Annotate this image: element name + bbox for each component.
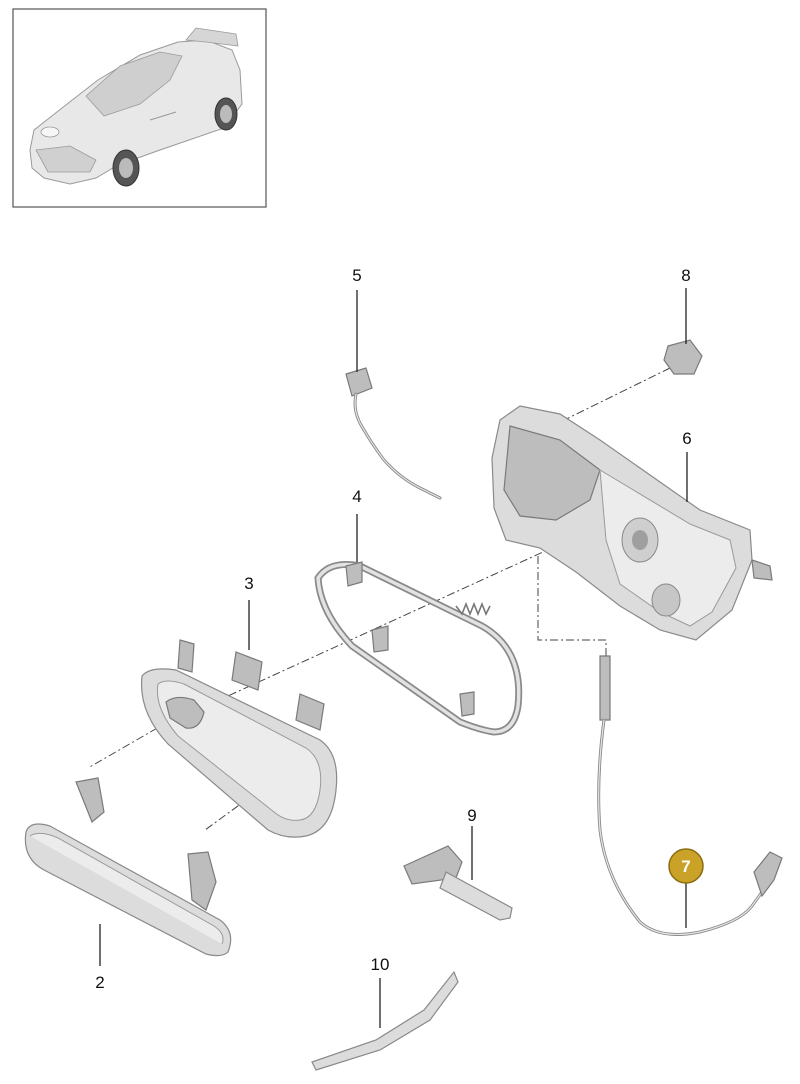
part-6-carrier — [491, 405, 773, 641]
part-8-clip — [663, 339, 703, 375]
vehicle-thumbnail — [12, 8, 267, 208]
callout-6[interactable]: 6 — [682, 429, 691, 448]
assembly-line-6-3 — [227, 525, 601, 697]
part-9-key — [403, 845, 513, 921]
part-2-door-handle — [24, 777, 232, 957]
callout-4[interactable]: 4 — [352, 487, 361, 506]
assembly-line-6-7 — [537, 556, 607, 656]
part-5-sensor — [345, 367, 442, 500]
callout-3[interactable]: 3 — [244, 574, 253, 593]
callout-5[interactable]: 5 — [352, 266, 361, 285]
assembly-line-8-6 — [547, 367, 671, 429]
callout-7[interactable]: 7 — [681, 857, 690, 876]
spring — [455, 601, 491, 617]
part-3-handle-housing — [140, 639, 338, 838]
callout-7-badge[interactable]: 7 — [668, 848, 704, 884]
callout-2[interactable]: 2 — [95, 973, 104, 992]
callout-10[interactable]: 10 — [371, 955, 390, 974]
callout-8[interactable]: 8 — [681, 266, 690, 285]
leader-lines — [99, 288, 688, 1028]
part-7-cable — [597, 655, 783, 936]
car-illustration — [29, 27, 243, 187]
callout-9[interactable]: 9 — [467, 806, 476, 825]
part-10-trim-strip — [311, 970, 459, 1071]
callout-labels: 2 3 4 5 6 7 8 9 10 — [95, 266, 704, 992]
part-4-gasket — [314, 561, 523, 736]
